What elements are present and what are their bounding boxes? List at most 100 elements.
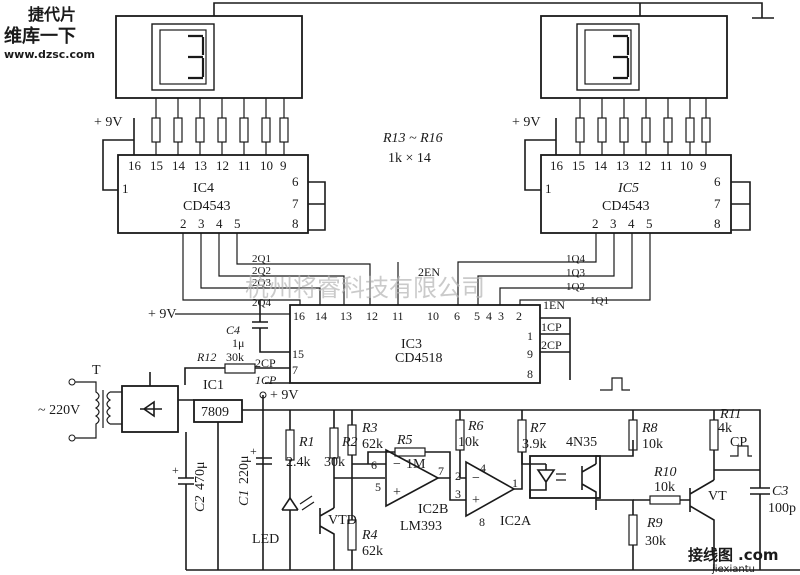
ic3-chip: 16 14 13 12 11 10 6 5 4 3 2 15 7 1 9 8 I… [255,304,571,387]
transistor-vt: VT [689,479,727,570]
r11-ref: R11 [719,407,742,422]
resistor-r7: R7 3.9k [517,410,547,453]
ic4-pin-13: 13 [194,158,207,173]
regulator-output: + 9V [270,388,299,403]
ic3-pin-16: 16 [293,309,305,323]
ic5-pin-3: 3 [610,216,617,231]
site-logo[interactable]: 捷代片 维库一下 www.dzsc.com [4,5,95,61]
ic4-pin-10: 10 [260,158,273,173]
r2-value: 30k [324,455,345,470]
ic5-pin-11: 11 [660,158,673,173]
r11-value: 4k [718,421,732,436]
resistor-r2: R2 30k [324,410,385,508]
ic3-pin-15: 15 [292,347,304,361]
regulator-ref: IC1 [203,378,224,393]
ic5-pin-13: 13 [616,158,629,173]
net-2q1: 2Q1 [252,253,271,265]
ic2a-pin-8: 8 [479,515,485,529]
ic3-pin-7: 7 [292,363,298,377]
ic3-pin-11: 11 [392,309,404,323]
logo-line2: 维库一下 [4,25,76,47]
ic2b-ref: IC2B [418,502,448,517]
ic3-part: CD4518 [395,351,442,366]
site-watermark[interactable]: 接线图 .com jiexiantu [688,546,779,575]
regulator-part: 7809 [201,405,229,420]
r5-ref: R5 [396,433,413,448]
net-1q2: 1Q2 [566,281,585,293]
r12-ref: R12 [196,350,216,364]
opto-part: 4N35 [566,435,597,450]
ic4-pin-1: 1 [122,181,129,196]
capacitor-c2: + C2 470μ [172,432,208,570]
ic3-pin-10: 10 [427,309,439,323]
r4-value: 62k [362,544,383,559]
transformer-ref: T [92,363,101,378]
ic2b-pin-5: 5 [375,480,381,494]
r7-ref: R7 [529,421,547,436]
c1-ref: C1 [237,490,252,506]
ic2a-pin-2: 2 [455,469,461,483]
resistor-r4: R4 62k [347,519,383,570]
bus-left-labels: 2Q1 2Q2 2Q3 2Q4 [252,253,271,309]
net-2q4: 2Q4 [252,297,271,309]
ic5-pin-4: 4 [628,216,635,231]
ic4-pin-16: 16 [128,158,142,173]
cp-label: CP [730,435,747,450]
net-1en: 1EN [543,298,565,312]
ic3-pin-14: 14 [315,309,327,323]
ic3-right-1cp: 1CP [541,320,562,334]
r2-ref: R2 [341,435,358,450]
c3-value: 100p [768,501,796,516]
r8-value: 10k [642,437,663,452]
r7-value: 3.9k [522,437,547,452]
net-2en: 2EN [418,265,440,279]
ic4-pin-7: 7 [292,196,299,211]
ic4-pin-3: 3 [198,216,205,231]
ic4-pin-8: 8 [292,216,299,231]
ic5-pin-12: 12 [638,158,651,173]
ic2b-minus: − [393,457,401,472]
ic3-pin-5: 5 [474,309,480,323]
r12-value: 30k [226,350,244,364]
ic5-part: CD4543 [602,199,649,214]
optocoupler-4n35: 4N35 [521,435,634,510]
mains-label: ~ 220V [38,403,80,418]
net-1q1: 1Q1 [590,295,609,307]
c4-value: 1μ [232,336,244,350]
resistor-array-value: 1k × 14 [388,151,431,166]
regulator-7809: 7809 IC1 + 9V [193,378,761,570]
ic3-pin-13: 13 [340,309,352,323]
ic4-pin-5: 5 [234,216,241,231]
resistor-array-right [575,98,711,155]
ic3-name: IC3 [401,337,422,352]
ic3-pin-8: 8 [527,367,533,381]
resistor-array-left [151,98,289,155]
led-label: LED [252,532,279,547]
display-left [115,15,303,99]
r9-ref: R9 [646,516,663,531]
ic2a-plus: + [472,493,480,508]
ic5-pin-7: 7 [714,196,721,211]
watermark-text: 杭州将睿科技有限公司 [245,274,485,302]
ic2a-pin-1: 1 [512,476,518,490]
r10-ref: R10 [653,465,677,480]
ic3-label-1cp: 1CP [255,373,277,387]
ic2b-pin-6: 6 [371,458,377,472]
ic4-pin-2: 2 [180,216,187,231]
ic2a-pin-4: 4 [480,461,486,475]
ic4-pin-4: 4 [216,216,223,231]
resistor-r9: R9 30k [596,499,666,570]
ic5-name: IC5 [617,181,639,196]
ic5-chip: + 9V 16 15 14 13 12 11 10 9 1 6 7 8 2 3 … [512,115,751,234]
opamp-ic2b: − + 6 5 7 IC2B LM393 [352,448,466,534]
r9-value: 30k [645,534,666,549]
opamp-ic2a: − + 2 3 4 1 8 IC2A [455,452,532,529]
c2-ref: C2 [193,496,208,512]
logo-url: www.dzsc.com [4,48,95,61]
cp-output: CP [600,377,760,471]
ic4-pin-9: 9 [280,158,287,173]
ic4-supply: + 9V [94,115,123,130]
resistor-r8: R8 10k [628,410,663,452]
ic4-pin-6: 6 [292,174,299,189]
